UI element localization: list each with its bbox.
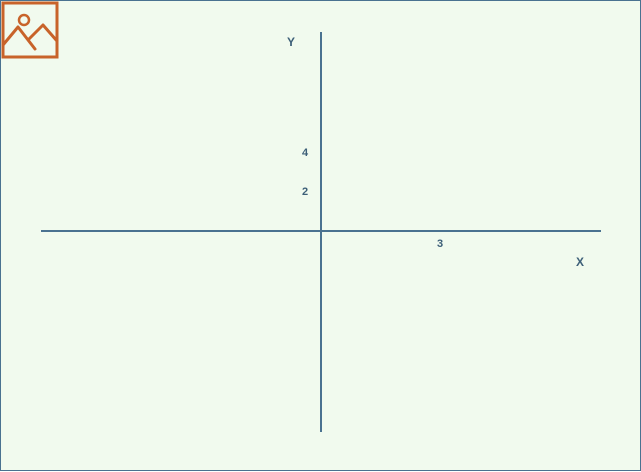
y-axis-label: Y: [287, 35, 296, 49]
y-tick-label-4: 4: [302, 147, 309, 159]
x-axis-label: X: [576, 255, 585, 269]
y-tick-label-2: 2: [302, 186, 309, 198]
image-icon: [1, 1, 59, 59]
x-tick-label-3: 3: [437, 238, 444, 250]
